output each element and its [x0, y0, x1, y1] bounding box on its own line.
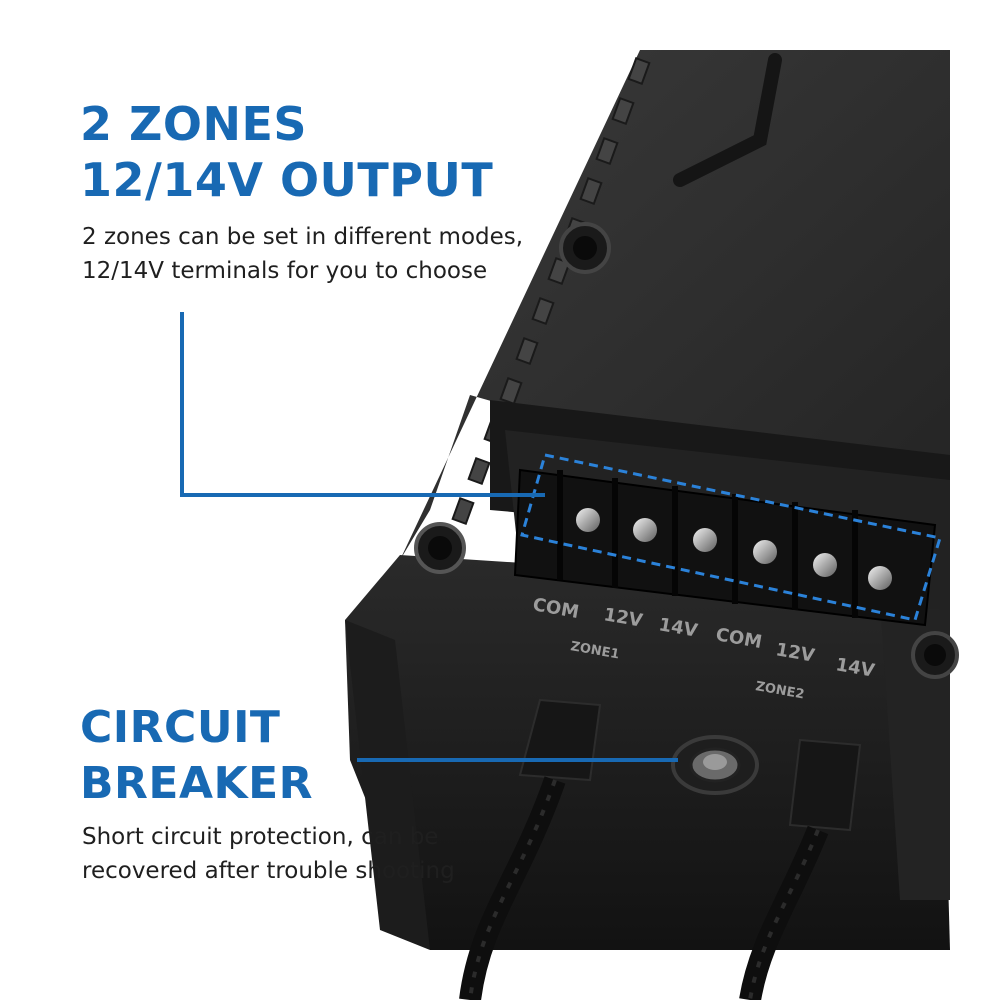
zones-title: 2 ZONES 12/14V OUTPUT: [80, 96, 493, 208]
zones-title-line-1: 2 ZONES: [80, 97, 308, 151]
terminal-block: [513, 453, 942, 627]
mounting-hole-top: [559, 222, 611, 274]
breaker-button: [671, 735, 759, 795]
zones-title-line-2: 12/14V OUTPUT: [80, 153, 494, 207]
hanging-hook: [673, 53, 782, 187]
mounting-hole-right: [911, 631, 959, 679]
terminal-screws: [576, 508, 892, 590]
breaker-title-line-2: BREAKER: [80, 758, 314, 809]
zones-description: 2 zones can be set in different modes, 1…: [82, 220, 523, 288]
zones-description-line-2: 12/14V terminals for you to choose: [82, 258, 488, 284]
housing-top: [400, 50, 950, 560]
mounting-hole-bottom: [414, 522, 466, 574]
breaker-description-line-1: Short circuit protection, can be: [82, 824, 439, 850]
leader-line-zones: [180, 312, 545, 497]
breaker-description: Short circuit protection, can be recover…: [82, 820, 455, 888]
breaker-title: CIRCUIT BREAKER: [80, 700, 313, 812]
breaker-description-line-2: recovered after trouble shooting: [82, 858, 455, 884]
zones-description-line-1: 2 zones can be set in different modes,: [82, 224, 524, 250]
breaker-title-line-1: CIRCUIT: [80, 702, 281, 753]
cable-right: [739, 738, 862, 1000]
terminal-highlight: [520, 453, 942, 622]
